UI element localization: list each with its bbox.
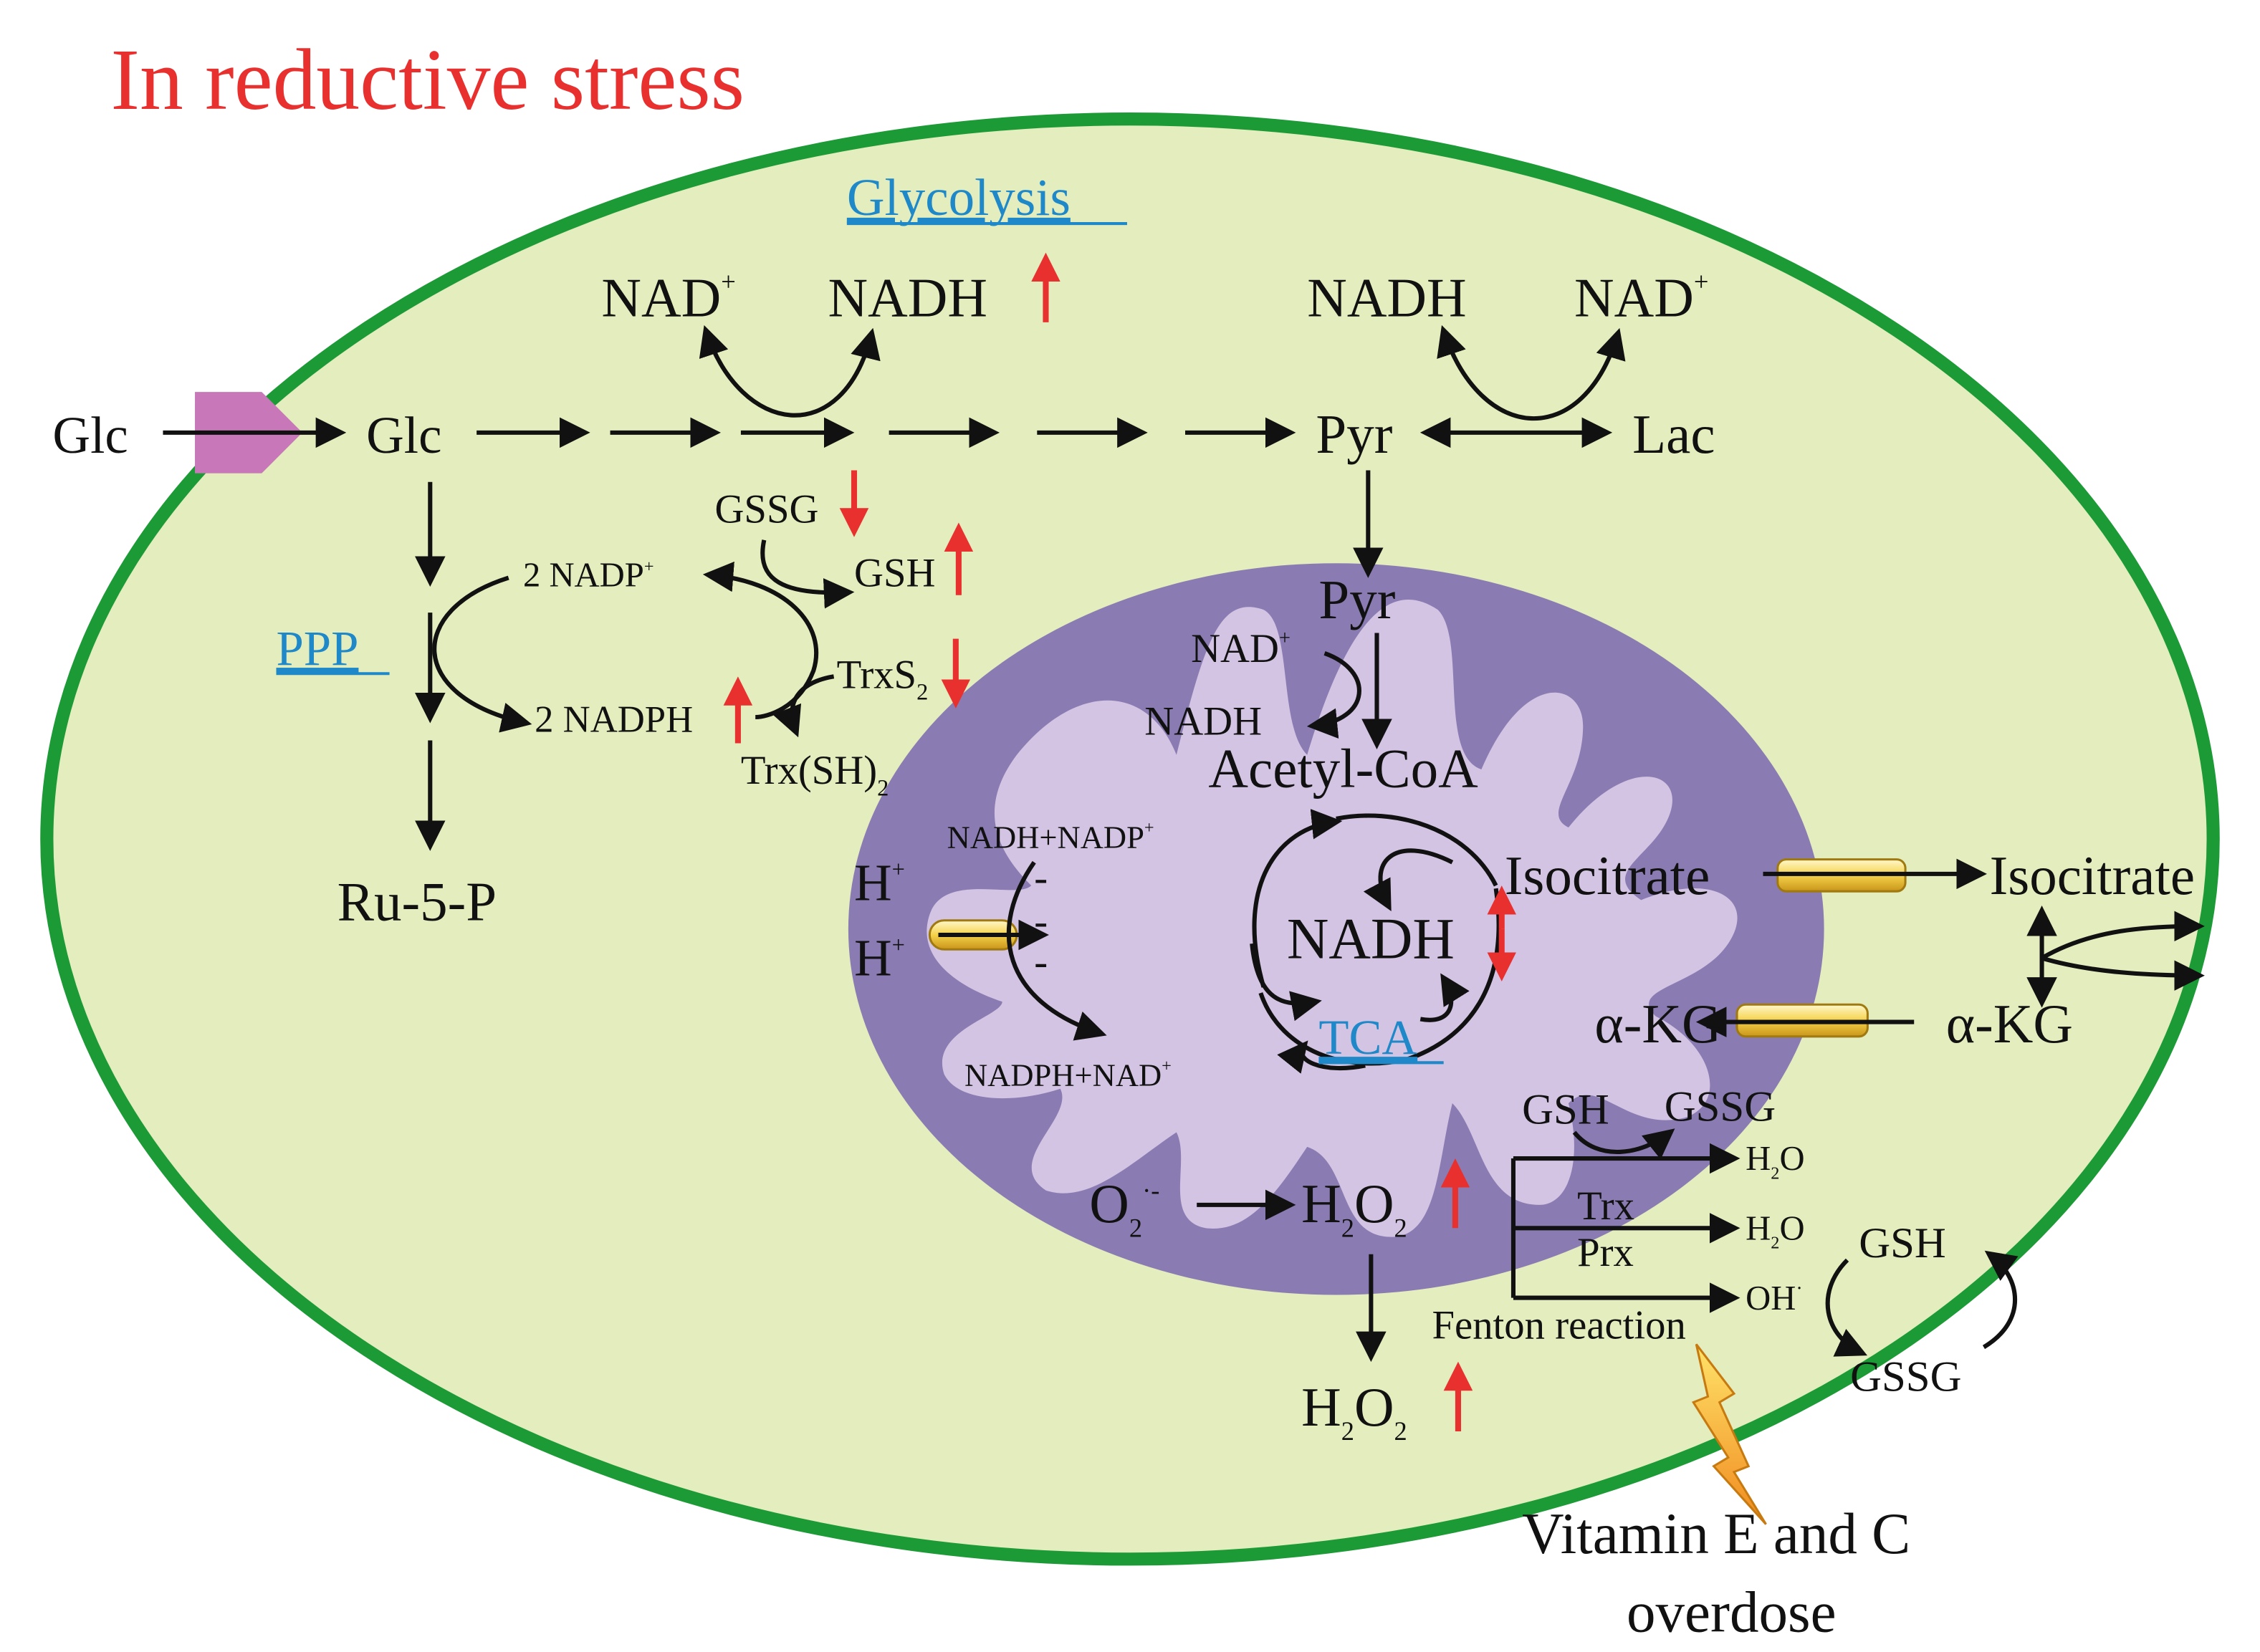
- nadph-cytosol-curve: [2041, 956, 2205, 991]
- acetyl-coa: Acetyl-CoA: [1208, 737, 1478, 799]
- lightning-bolt-icon: [1691, 1343, 1767, 1525]
- page-title: In reductive stress: [110, 32, 744, 128]
- fenton-label: Fenton reaction: [1432, 1302, 1685, 1348]
- ru5p: Ru-5-P: [337, 871, 497, 933]
- nad-plus-mito: NAD+: [1191, 626, 1291, 671]
- gssg-mito: GSSG: [1665, 1082, 1776, 1130]
- glc-inside: Glc: [366, 406, 441, 464]
- gssg-gsh-curve: [760, 539, 855, 609]
- nadph-nad: NADPH+NAD+: [964, 1056, 1172, 1092]
- h2o2-cytosol: H2O2: [1301, 1376, 1407, 1446]
- isocitrate-mito: Isocitrate: [1505, 845, 1710, 906]
- nad-to-nadh-curve: [699, 325, 881, 418]
- pyr-cytosol: Pyr: [1316, 403, 1392, 465]
- o2-superoxide: O2·-: [1089, 1173, 1159, 1242]
- gssg-1: GSSG: [714, 486, 818, 532]
- vitamin-label-line2: overdose: [1627, 1580, 1837, 1645]
- minus-2: -: [1034, 899, 1048, 944]
- nadh-mito: NADH: [1144, 698, 1262, 744]
- minus-3: -: [1034, 940, 1048, 985]
- nad-plus-1: NAD+: [601, 267, 735, 329]
- h2o-2: H2O: [1746, 1209, 1804, 1253]
- h2o-1: H2O: [1746, 1139, 1804, 1183]
- trxs2: TrxS2: [837, 652, 929, 705]
- mitochondrion-cristae: [926, 599, 1738, 1237]
- gssg-cytosol: GSSG: [1850, 1353, 1961, 1401]
- gsh-mito: GSH: [1522, 1085, 1609, 1133]
- gsh-cytosol: GSH: [1859, 1219, 1946, 1267]
- akg-cytosol: α-KG: [1946, 993, 2073, 1055]
- trx-curve: [772, 674, 835, 738]
- nadp: 2 NADP+: [523, 556, 654, 595]
- gsh-gssg-cytosol-curve: [1825, 1258, 1868, 1357]
- nadp-to-nadph-curve: [432, 575, 532, 733]
- prx-label: Prx: [1577, 1230, 1634, 1275]
- minus-1: -: [1034, 855, 1048, 901]
- oh-radical: OH·: [1746, 1278, 1803, 1317]
- h-plus-2: H+: [854, 929, 905, 987]
- gsh-1: GSH: [854, 551, 935, 596]
- trx-label: Trx: [1577, 1183, 1634, 1229]
- h-plus-1: H+: [854, 853, 905, 911]
- gssg-gsh-cytosol-curve: [1982, 1250, 2019, 1350]
- vitamin-label-line1: Vitamin E and C: [1522, 1502, 1910, 1566]
- gsh-gssg-mito-curve: [1572, 1128, 1675, 1160]
- akg-mito: α-KG: [1594, 993, 1721, 1055]
- glycolysis-link[interactable]: Glycolysis: [847, 168, 1071, 226]
- nad-nadh-mito-curve: [1306, 650, 1361, 739]
- nadh-1: NADH: [828, 267, 987, 329]
- nadh-to-nadph-curve-mito: [1006, 860, 1107, 1041]
- nadh-nadp: NADH+NADP+: [947, 818, 1154, 855]
- h2o2-mito: H2O2: [1301, 1173, 1407, 1242]
- trxsh2: Trx(SH)2: [741, 748, 889, 801]
- nad-plus-2: NAD+: [1574, 267, 1708, 329]
- lac: Lac: [1632, 403, 1715, 465]
- isocitrate-cytosol: Isocitrate: [1990, 845, 2195, 906]
- glc-outside: Glc: [52, 406, 128, 464]
- ppp-link[interactable]: PPP: [276, 621, 358, 676]
- nadh-2: NADH: [1307, 267, 1466, 329]
- tca-link[interactable]: TCA: [1318, 1010, 1417, 1065]
- nadp-nadph-cytosol-curve: [2041, 911, 2205, 961]
- nadph: 2 NADPH: [535, 698, 693, 740]
- pyr-mito: Pyr: [1318, 569, 1395, 630]
- nadh-tca: NADH: [1287, 906, 1455, 971]
- nadh-to-nad-curve: [1437, 325, 1626, 421]
